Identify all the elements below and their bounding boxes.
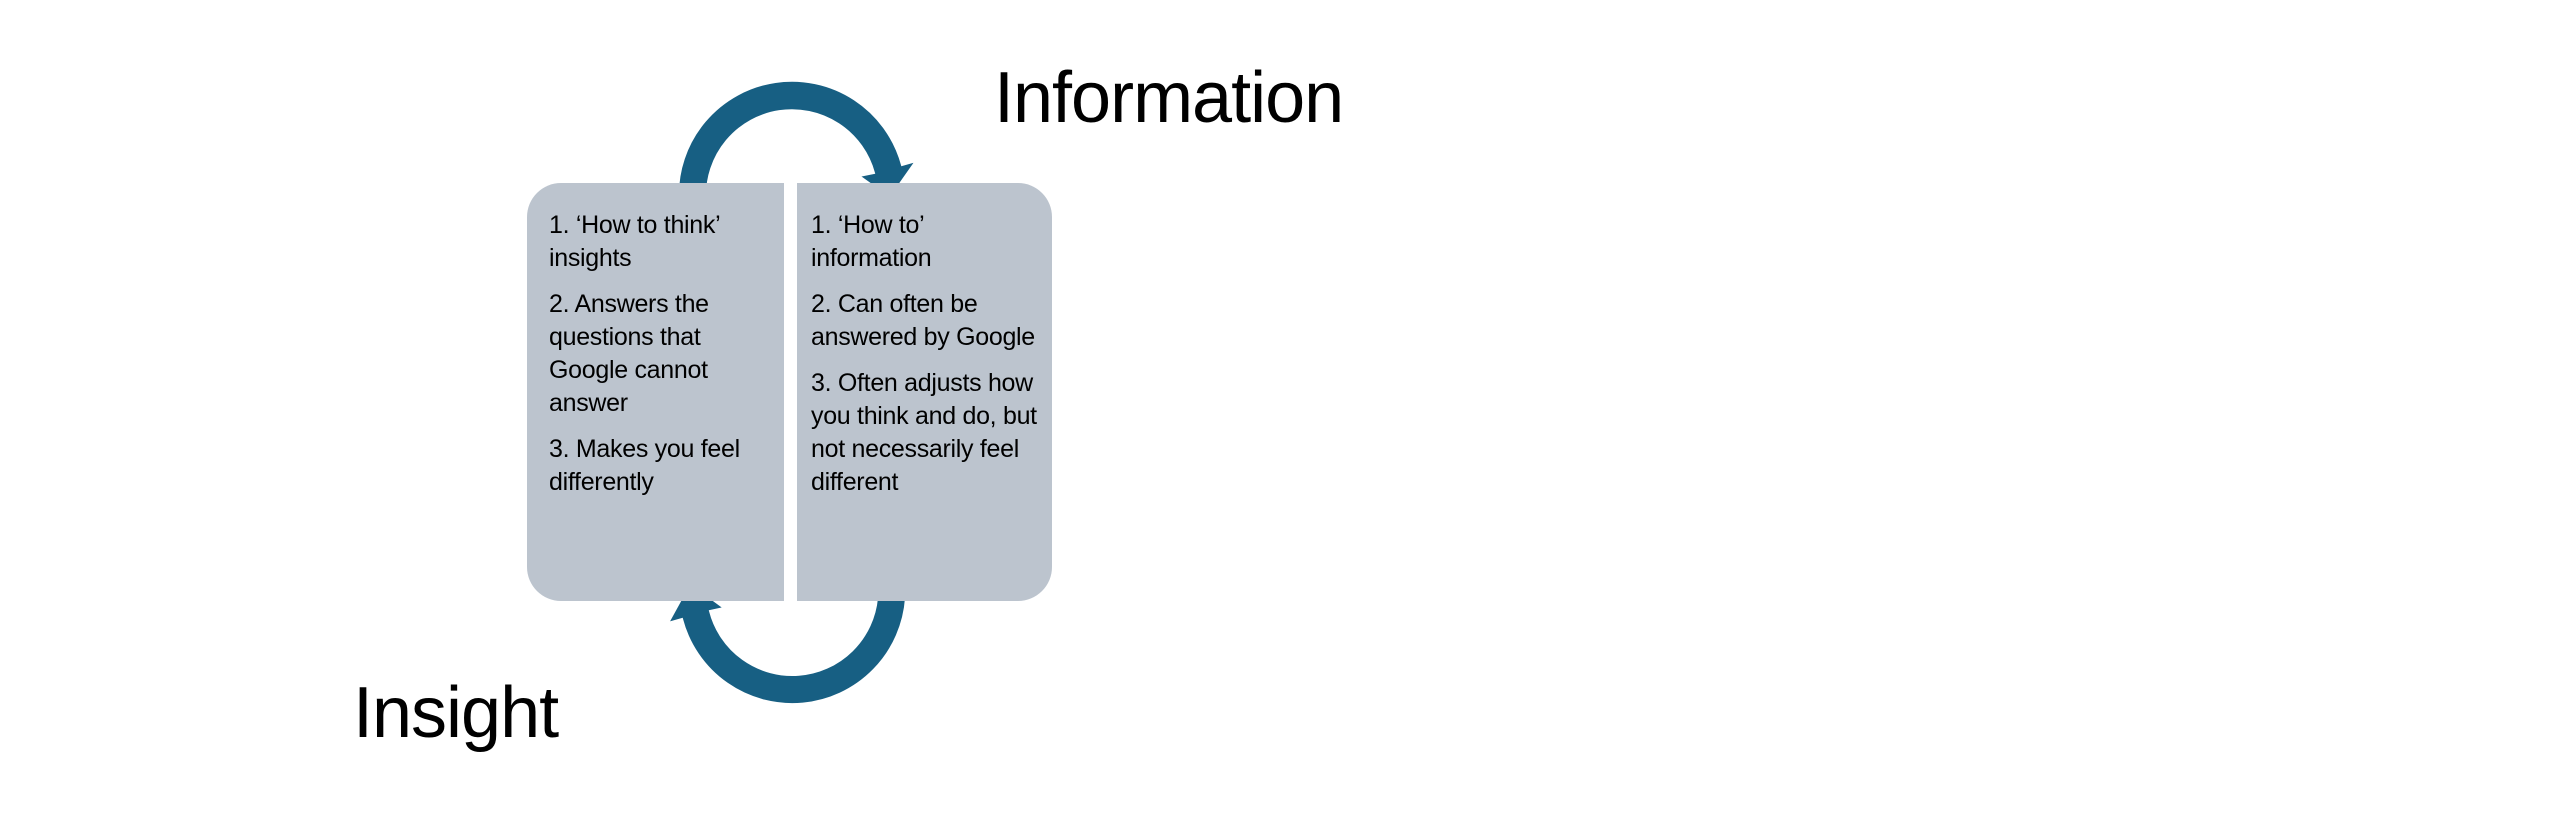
insight-item: 2. Answers the questions that Google can… bbox=[549, 290, 709, 417]
insight-column: 1. ‘How to think’ insights 2. Answers th… bbox=[527, 183, 784, 601]
top-curved-arrow-icon bbox=[676, 79, 919, 200]
information-column: 1. ‘How to’ information 2. Can often be … bbox=[797, 183, 1052, 601]
insight-label: Insight bbox=[353, 673, 559, 753]
insight-item: 1. ‘How to think’ insights bbox=[549, 211, 720, 272]
information-item: 1. ‘How to’ information bbox=[811, 211, 932, 272]
information-item: 2. Can often be answered by Google bbox=[811, 290, 1035, 351]
information-item: 3. Often adjusts how you think and do, b… bbox=[811, 369, 1037, 496]
information-label: Information bbox=[994, 58, 1344, 138]
bottom-curved-arrow-icon bbox=[665, 581, 908, 706]
insight-item: 3. Makes you feel differently bbox=[549, 435, 740, 496]
